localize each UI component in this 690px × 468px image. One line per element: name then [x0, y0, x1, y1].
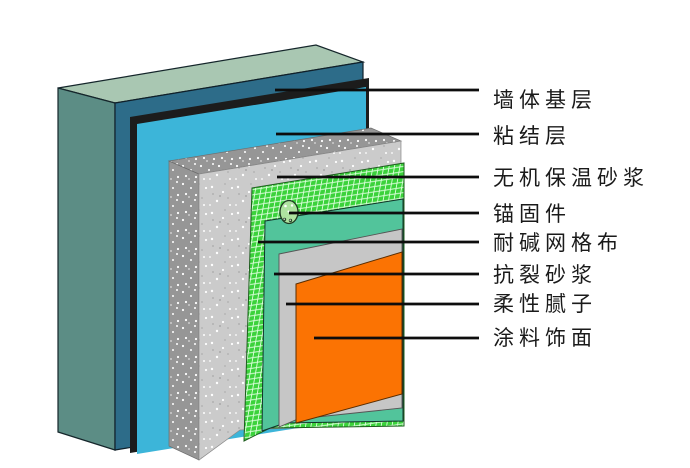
anchor-dot [284, 204, 287, 208]
anchor-pin-highlight [283, 218, 285, 220]
anchor-dot [290, 204, 294, 207]
insulation-mortar-side-face [168, 160, 200, 461]
layer-label-wall-base: 墙体基层 [493, 89, 597, 112]
layer-labels: 墙体基层 粘结层 无机保温砂浆 锚固件 耐碱网格布 抗裂砂浆 柔性腻子 涂料饰面 [493, 89, 649, 350]
layer-label-bond-layer: 粘结层 [493, 125, 571, 148]
layer-label-anti-crack: 抗裂砂浆 [493, 264, 597, 287]
layer-label-putty: 柔性腻子 [493, 293, 597, 316]
layer-label-insulation: 无机保温砂浆 [493, 167, 649, 190]
anchor-pin-highlight [289, 219, 291, 221]
leader-lines [258, 88, 479, 340]
layer-label-paint: 涂料饰面 [493, 327, 597, 350]
wall-base-side-face [57, 87, 116, 451]
layer-label-mesh: 耐碱网格布 [493, 232, 623, 255]
layer-label-anchor: 锚固件 [493, 203, 571, 226]
